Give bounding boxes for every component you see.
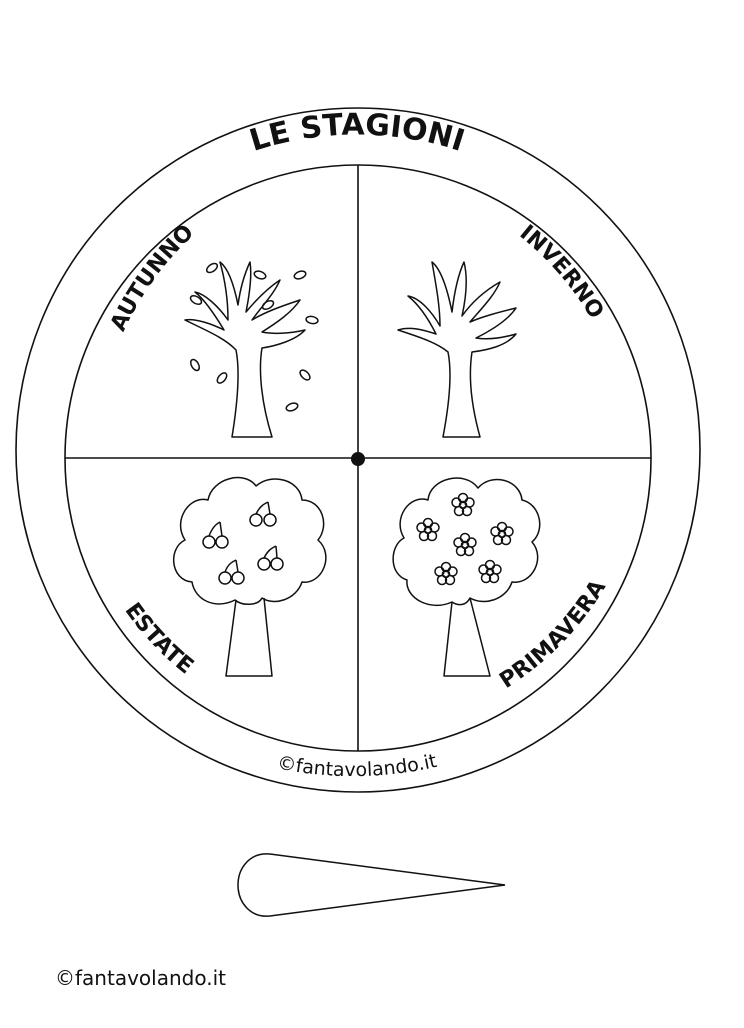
label-inverno: INVERNO (515, 220, 608, 323)
page-watermark: ©fantavolando.it (55, 966, 226, 990)
wheel-title: LE STAGIONI (246, 107, 469, 158)
wheel-watermark: ©fantavolando.it (275, 750, 438, 781)
flower-cluster (416, 492, 514, 586)
center-pivot-dot (351, 452, 365, 466)
label-estate: ESTATE (120, 598, 198, 679)
cherry-cluster (202, 501, 284, 585)
label-autunno: AUTUNNO (106, 220, 199, 335)
bare-tree-icon (397, 261, 517, 438)
cherry-tree-icon (172, 476, 327, 677)
outer-wheel-ring (15, 107, 701, 793)
flower-tree-icon (392, 477, 541, 677)
spinner-pointer-icon (237, 853, 506, 917)
bare-tree-with-leaves-icon (184, 261, 319, 438)
